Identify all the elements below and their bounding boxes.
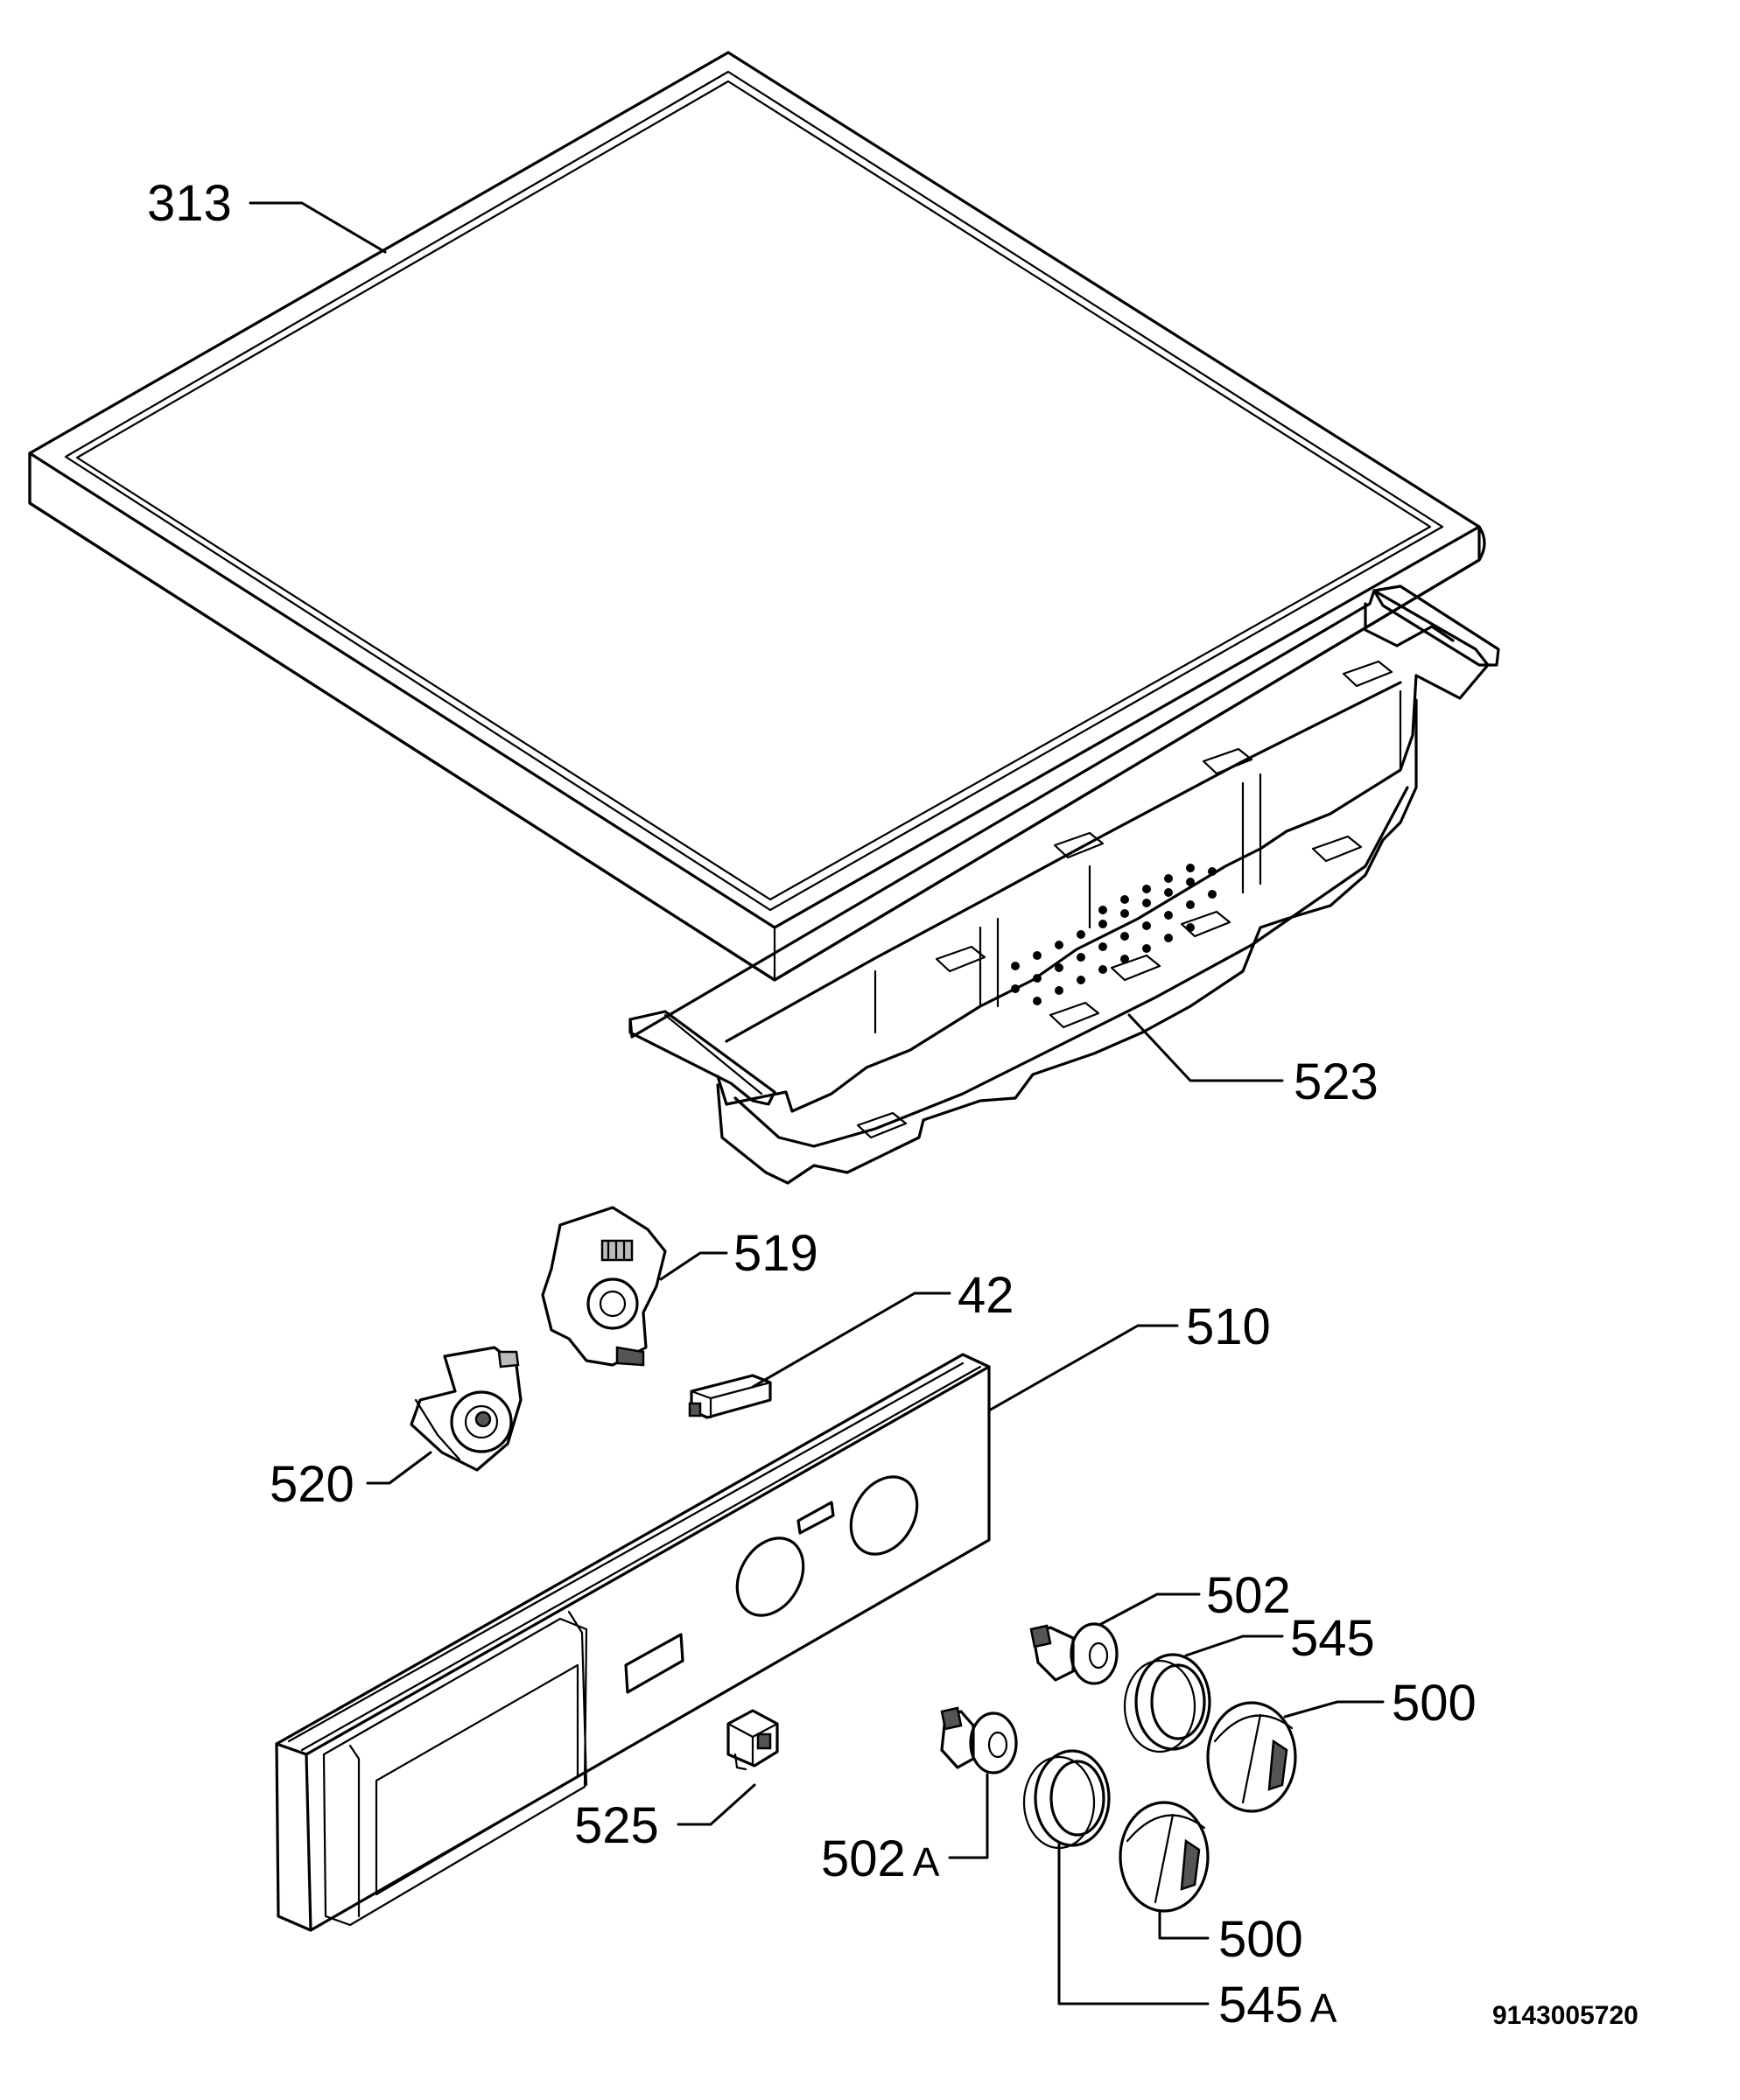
part-545-ring (1123, 1653, 1211, 1754)
leader-545A (1057, 1843, 1210, 2006)
leader-520 (366, 1451, 432, 1485)
callout-520: 520 (270, 1456, 354, 1513)
callout-545: 545 (1290, 1610, 1375, 1667)
part-502A-shaft (940, 1706, 1018, 1774)
callout-labels: 313 523 519 42 510 520 502 545 500 525 5… (147, 175, 1477, 2034)
part-500-knob-upper (1206, 1701, 1297, 1813)
part-502-shaft (1029, 1622, 1119, 1685)
leader-500-upper (1283, 1700, 1385, 1718)
leader-510 (987, 1324, 1179, 1412)
part-519-selector-bracket (541, 1206, 667, 1367)
part-42-indicator-lens (688, 1374, 772, 1419)
leader-525 (677, 1783, 756, 1826)
callout-500-upper: 500 (1392, 1675, 1477, 1732)
drawing-code: 9143005720 (1492, 2001, 1638, 2030)
leader-519 (659, 1251, 728, 1281)
part-520-selector-bracket (410, 1346, 523, 1472)
leader-545 (1184, 1634, 1284, 1657)
callout-510: 510 (1186, 1298, 1271, 1355)
callout-525: 525 (574, 1797, 659, 1854)
callout-519: 519 (733, 1225, 818, 1282)
callout-313: 313 (147, 175, 232, 232)
callout-42: 42 (958, 1267, 1014, 1324)
leader-502A (948, 1773, 989, 1859)
part-510-control-panel (275, 1353, 991, 1932)
callout-502: 502 (1206, 1567, 1291, 1624)
part-313-top-cover (28, 51, 1486, 982)
callout-523: 523 (1294, 1054, 1379, 1110)
leader-500-lower (1158, 1911, 1210, 1940)
leader-lines (249, 201, 1385, 2006)
vent-holes (1011, 864, 1217, 1005)
part-523-panel-support (628, 584, 1500, 1185)
leader-42 (751, 1292, 951, 1389)
leader-502 (1099, 1592, 1201, 1626)
callout-500-lower: 500 (1218, 1911, 1303, 1968)
leader-523 (1127, 1013, 1284, 1082)
part-500-knob-lower (1119, 1801, 1210, 1913)
part-525-push-button (726, 1709, 779, 1771)
leader-313 (249, 201, 387, 254)
part-545A-ring (1022, 1749, 1111, 1850)
